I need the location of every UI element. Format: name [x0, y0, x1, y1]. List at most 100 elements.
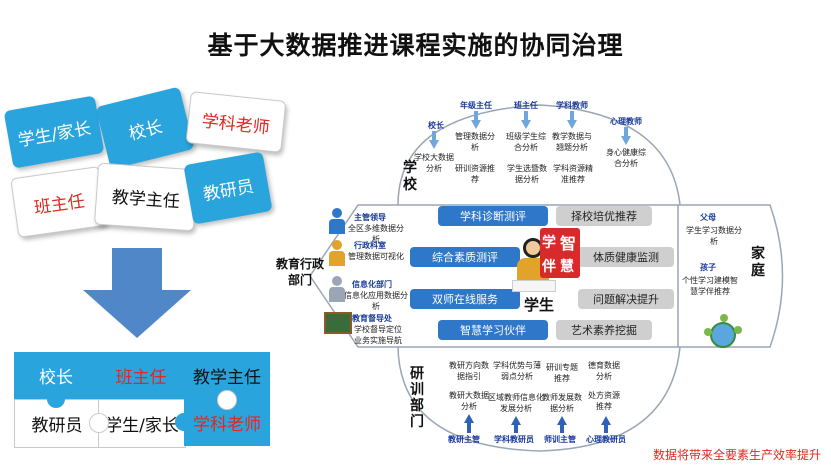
puzzle-knob [217, 390, 237, 410]
arrow-down-icon [521, 120, 531, 129]
admin-head: 教育督导处 [352, 314, 392, 323]
research-text: 教师发展数据分析 [542, 393, 582, 413]
admin-head: 信息化部门 [352, 280, 392, 289]
family-parent-text: 学生学习数据分析 [686, 226, 742, 246]
school-text: 学科资源精准推荐 [553, 164, 593, 184]
research-text: 处方资源推荐 [588, 391, 620, 411]
arrow-stem [604, 425, 608, 433]
admin-label: 教育行政部门 [274, 256, 326, 288]
school-head-subject: 学科教师 [556, 101, 588, 110]
puzzle-class-teacher: 班主任 [10, 166, 108, 238]
arrow-up-icon [557, 416, 567, 425]
puzzle-label: 校长 [126, 116, 165, 145]
family-globe-icon [704, 314, 744, 354]
pill-physical-health: 体质健康监测 [578, 247, 674, 267]
governance-outline [309, 104, 784, 452]
puzzle-label: 教研员 [201, 176, 256, 205]
puzzle-label: 学生/家长 [105, 416, 179, 436]
family-child-head: 孩子 [700, 263, 716, 272]
puzzle-label: 班主任 [32, 191, 86, 218]
school-head-class: 班主任 [514, 101, 538, 110]
research-foot: 师训主管 [544, 435, 576, 444]
arrow-up-icon [511, 416, 521, 425]
pill-smart-partner: 智慧学习伙伴 [438, 320, 548, 340]
arrow-stem [467, 423, 471, 433]
school-text: 学校大数据分析 [414, 153, 454, 173]
school-text: 教学数据与翘题分析 [552, 132, 592, 152]
puzzle-knob [175, 413, 193, 431]
research-foot: 心理教研员 [586, 435, 626, 444]
research-text: 教研大数据分析 [449, 391, 489, 411]
arrow-down-icon [471, 120, 481, 129]
research-text: 德育数据分析 [588, 361, 620, 381]
puzzle-label: 学科老师 [200, 110, 271, 138]
arrow-up-icon [601, 416, 611, 425]
puzzle-research-staff: 教研员 [183, 151, 273, 225]
puzzle-label: 班主任 [115, 368, 167, 388]
school-head-grade: 年级主任 [460, 101, 492, 110]
puzzle-knob [47, 390, 65, 408]
admin-text: 业务实施导航 [354, 336, 402, 345]
family-label: 家庭 [751, 246, 765, 279]
research-label: 研训部门 [410, 366, 424, 430]
family-parent-head: 父母 [700, 213, 716, 222]
person-icon [326, 240, 348, 266]
puzzle-academic-director: 教学主任 [93, 162, 199, 232]
arrow-stem [524, 111, 528, 121]
school-text: 学生选暨数据分析 [507, 164, 547, 184]
puzzle-label: 教研员 [31, 416, 83, 436]
arrow-stem [474, 111, 478, 121]
puzzle-principal: 校长 [95, 86, 195, 170]
board-icon [324, 312, 352, 334]
puzzle-label: 教学主任 [193, 368, 261, 388]
puzzle-label: 学科老师 [193, 415, 261, 435]
school-head-principal: 校长 [428, 121, 444, 130]
admin-text: 信息化应用数据分析 [344, 291, 408, 311]
research-text: 区域教师信息化发展分析 [488, 393, 544, 413]
arrow-down-icon [567, 120, 577, 129]
research-text: 学科优势与薄弱点分析 [493, 361, 541, 381]
footer-note: 数据将带来全要素生产效率提升 [652, 448, 821, 462]
puzzle-knob [89, 366, 107, 384]
page-title: 基于大数据推进课程实施的协同治理 [207, 31, 624, 60]
puzzle-student-parent: 学生/家长 [3, 95, 105, 169]
arrow-stem [624, 127, 628, 137]
logo-char: 智 [560, 234, 577, 253]
admin-text: 管理数据可视化 [348, 252, 404, 261]
puzzle-label: 校长 [39, 368, 73, 388]
admin-text: 全区多维数据分析 [348, 224, 404, 244]
assembled-student-parent: 学生/家长 [98, 399, 186, 448]
logo-char: 伴 [542, 259, 556, 275]
pill-problem-solving: 问题解决提升 [578, 289, 674, 309]
school-text: 班级学生综合分析 [506, 132, 546, 152]
admin-text: 学校督导定位 [354, 325, 402, 334]
arrow-down-icon [621, 136, 631, 145]
school-text: 管理数据分析 [455, 132, 495, 152]
pill-art-literacy: 艺术素养挖掘 [556, 320, 652, 340]
logo-char: 学 [542, 235, 556, 251]
assembled-class-teacher: 班主任 [98, 352, 184, 399]
school-label: 学校 [403, 160, 417, 193]
pill-school-selection: 择校培优推荐 [556, 206, 652, 226]
puzzle-knob [175, 366, 193, 384]
school-head-psych: 心理教师 [610, 117, 642, 126]
admin-head: 主管领导 [354, 213, 386, 222]
arrow-up-icon [464, 414, 474, 423]
admin-label-text: 教育行政部门 [275, 257, 324, 287]
person-icon [326, 208, 348, 234]
research-text: 教研方向数据指引 [449, 361, 489, 381]
student-label: 学生 [524, 296, 555, 314]
arrow-down-icon [429, 140, 439, 149]
logo-char: 慧 [560, 259, 574, 275]
person-icon [326, 276, 348, 302]
arrow-stem [432, 131, 436, 141]
school-text: 研训资源推荐 [455, 164, 495, 184]
research-foot: 教研主管 [448, 435, 480, 444]
arrow-down-icon [83, 248, 191, 338]
admin-head: 行政科室 [354, 241, 386, 250]
smart-logo: 学 智 伴 慧 [540, 228, 580, 278]
puzzle-label: 教学主任 [111, 187, 181, 212]
family-child-text: 个性学习建模智慧学伴推荐 [682, 276, 738, 296]
research-foot: 学科教研员 [494, 435, 534, 444]
puzzle-knob [89, 413, 109, 433]
